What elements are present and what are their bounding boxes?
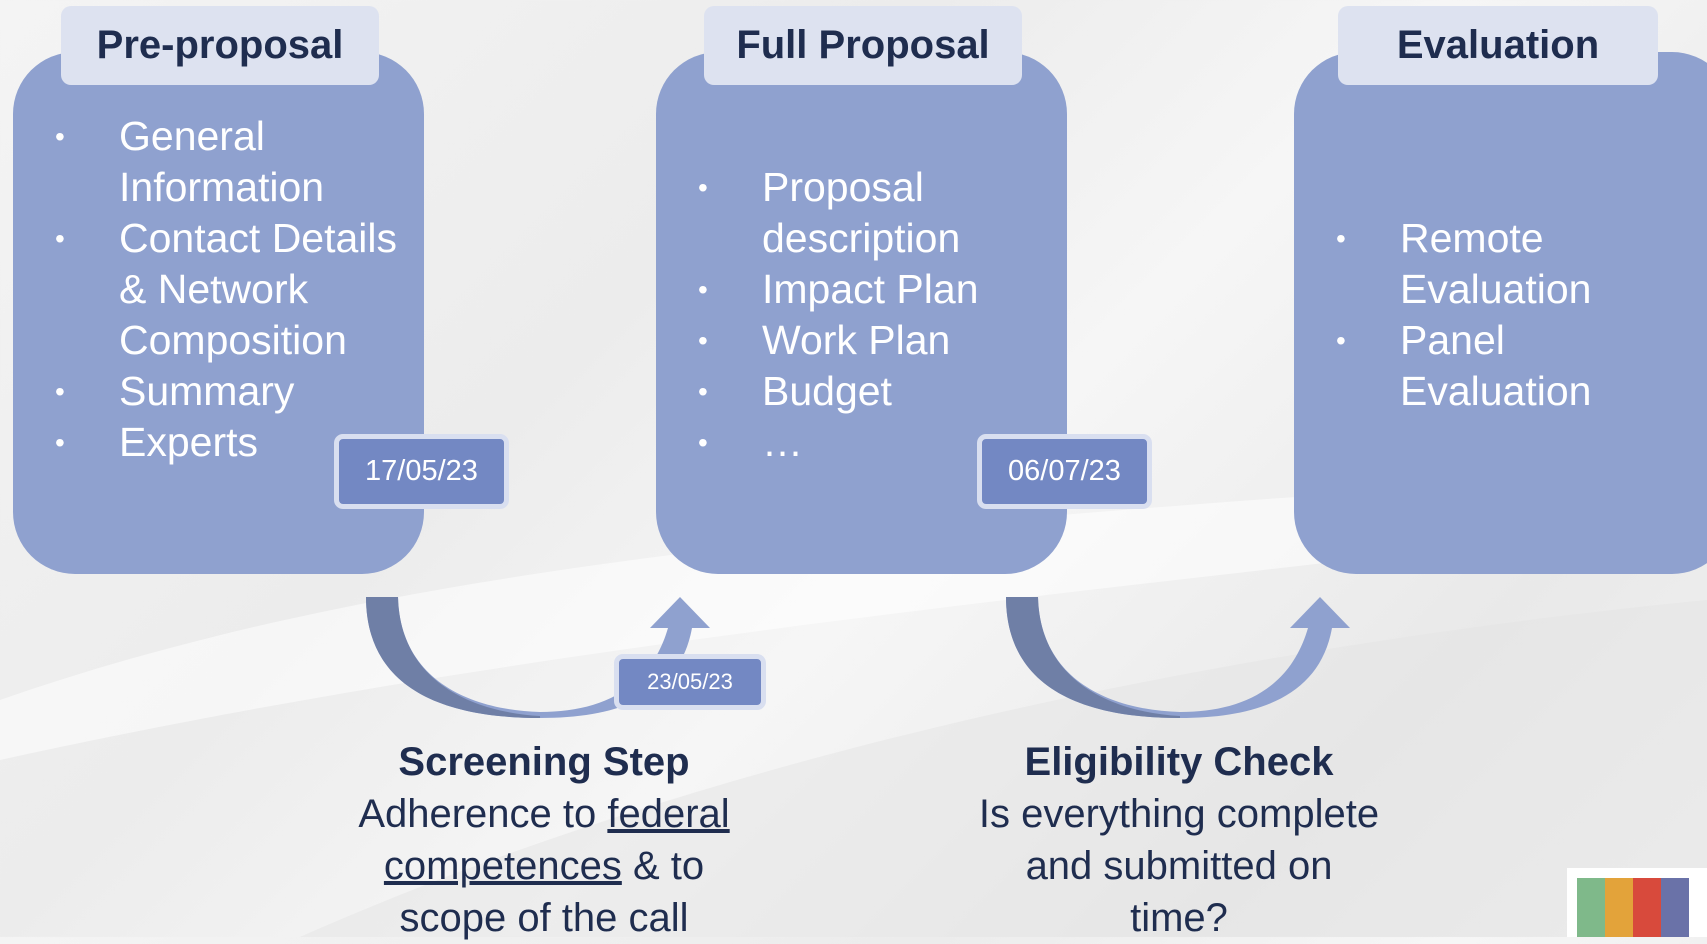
list-item: • General Information: [55, 111, 399, 213]
screening-step-caption: Screening Step Adherence to federal comp…: [294, 736, 794, 944]
logo-stripe: [1661, 878, 1689, 937]
bullet-icon: •: [55, 376, 65, 407]
pre-proposal-deadline-badge: 17/05/23: [334, 434, 509, 509]
list-item: • Work Plan: [698, 315, 1038, 366]
list-item-text: Remote Evaluation: [1400, 215, 1592, 312]
list-item: • Impact Plan: [698, 264, 1038, 315]
list-item-text: Budget: [762, 368, 892, 414]
full-proposal-deadline-badge: 06/07/23: [977, 434, 1152, 509]
list-item-text: Experts: [119, 419, 258, 465]
list-item-text: Work Plan: [762, 317, 951, 363]
list-item: • Experts: [55, 417, 395, 468]
evaluation-box: [1294, 52, 1707, 574]
corner-logo: [1567, 868, 1707, 937]
list-item-text: Panel Evaluation: [1400, 317, 1592, 414]
eligibility-arrow-icon: [1006, 597, 1350, 718]
bullet-icon: •: [698, 172, 708, 203]
eligibility-desc-line1: Is everything complete: [978, 792, 1380, 836]
list-item-text: …: [762, 419, 803, 465]
list-item-text: Impact Plan: [762, 266, 979, 312]
eligibility-desc-line2: and submitted on: [1025, 844, 1333, 888]
list-item-text: General Information: [119, 113, 325, 210]
bullet-icon: •: [55, 121, 65, 152]
full-proposal-list: • Proposal description • Impact Plan • Work…: [698, 162, 1038, 468]
bullet-icon: •: [1336, 325, 1346, 356]
competences-link-text: competences: [383, 844, 622, 888]
screening-desc-after: & to: [621, 844, 705, 888]
list-item-text: Contact Details & Network Composition: [119, 215, 398, 363]
list-item: • Budget: [698, 366, 1038, 417]
screening-deadline-badge: 23/05/23: [614, 654, 766, 710]
eligibility-check-title: Eligibility Check: [1024, 740, 1334, 784]
logo-stripe: [1633, 878, 1661, 937]
bullet-icon: •: [698, 427, 708, 458]
screening-arrow-icon: [366, 597, 710, 718]
pre-proposal-list: • General Information • Contact Details & …: [55, 111, 397, 468]
bullet-icon: •: [1336, 223, 1346, 254]
eligibility-desc-line3: time?: [1130, 896, 1228, 940]
full-proposal-title: Full Proposal: [704, 6, 1022, 85]
list-item: • Contact Details & Network Composition: [55, 213, 399, 366]
bullet-icon: •: [698, 274, 708, 305]
bullet-icon: •: [698, 325, 708, 356]
list-item: •…: [698, 417, 1038, 468]
pre-proposal-title: Pre-proposal: [61, 6, 379, 85]
bullet-icon: •: [55, 223, 65, 254]
list-item-text: Summary: [119, 368, 295, 414]
list-item: • Proposal description: [698, 162, 1032, 264]
logo-stripe: [1605, 878, 1633, 937]
screening-desc-line3: scope of the call: [399, 896, 689, 940]
bullet-icon: •: [698, 376, 708, 407]
eligibility-check-caption: Eligibility Check Is everything complete…: [929, 736, 1429, 944]
evaluation-list: • Remote Evaluation • Panel Evaluation: [1336, 213, 1676, 417]
list-item: • Summary: [55, 366, 395, 417]
logo-stripe: [1577, 878, 1605, 937]
federal-link-text: federal: [607, 792, 730, 836]
list-item: • Remote Evaluation: [1336, 213, 1660, 315]
evaluation-title: Evaluation: [1338, 6, 1658, 85]
list-item: • Panel Evaluation: [1336, 315, 1660, 417]
bullet-icon: •: [55, 427, 65, 458]
screening-step-title: Screening Step: [398, 740, 690, 784]
screening-desc-before: Adherence to: [358, 792, 608, 836]
list-item-text: Proposal description: [762, 164, 961, 261]
